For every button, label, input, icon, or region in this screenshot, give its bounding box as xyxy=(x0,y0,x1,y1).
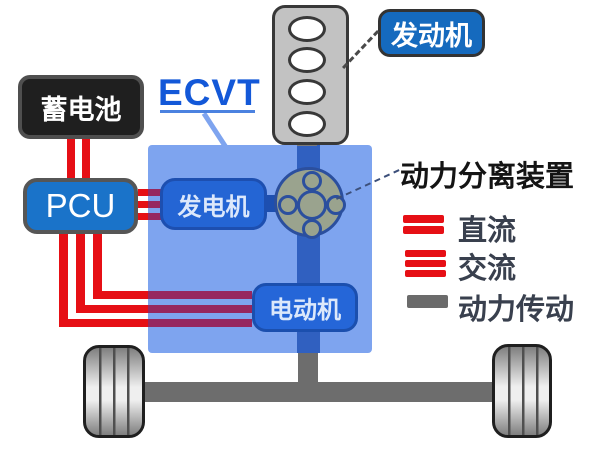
planet-gear-right xyxy=(326,195,346,215)
pcu-label: PCU xyxy=(45,187,116,224)
ac-line-gen-3-inner xyxy=(148,213,162,220)
engine-cylinder-4 xyxy=(288,111,326,137)
ac-line-motor-3-h-inner xyxy=(148,319,252,327)
legend-power-bar xyxy=(407,295,448,308)
ac-line-motor-1-v xyxy=(93,232,102,299)
power-split-label: 动力分离装置 xyxy=(400,161,575,193)
rear-axle xyxy=(120,382,520,402)
ac-line-gen-2-inner xyxy=(148,201,162,208)
ac-line-gen-1 xyxy=(138,189,148,196)
ecvt-callout-line xyxy=(201,112,229,150)
ac-line-gen-2 xyxy=(138,201,148,208)
ac-line-gen-1-inner xyxy=(148,189,162,196)
power-split-device xyxy=(274,167,346,239)
ecvt-label: ECVT xyxy=(158,72,261,113)
ecvt-underline xyxy=(160,110,255,113)
motor-label: 电动机 xyxy=(269,297,341,324)
engine-block xyxy=(272,5,349,145)
dc-line-2 xyxy=(82,138,90,179)
generator-box: 发电机 xyxy=(160,178,267,230)
engine-cylinder-2 xyxy=(288,47,326,73)
legend-ac-label: 交流 xyxy=(458,253,517,285)
battery-label: 蓄电池 xyxy=(40,94,122,125)
sun-gear xyxy=(297,190,327,220)
generator-label: 发电机 xyxy=(177,193,250,221)
motor-box: 电动机 xyxy=(252,283,358,332)
planet-gear-left xyxy=(278,195,298,215)
ac-line-motor-3-h xyxy=(59,319,148,327)
ac-line-motor-2-h xyxy=(76,305,148,313)
engine-cylinder-1 xyxy=(288,16,326,42)
engine-cylinder-3 xyxy=(288,79,326,105)
engine-label: 发动机 xyxy=(391,20,472,51)
planet-gear-bottom xyxy=(302,219,322,239)
battery-box: 蓄电池 xyxy=(18,75,144,139)
ac-line-motor-1-h xyxy=(93,291,148,299)
legend-dc-label: 直流 xyxy=(458,215,517,247)
legend-dc-bar-2 xyxy=(403,226,444,234)
engine-label-box: 发动机 xyxy=(378,9,485,57)
legend-dc-bar-1 xyxy=(403,215,444,223)
dc-line-1 xyxy=(67,138,75,179)
wheel-left xyxy=(83,345,145,438)
ac-line-gen-3 xyxy=(138,213,148,220)
wheel-right xyxy=(492,344,552,438)
ac-line-motor-3-v xyxy=(59,232,68,327)
legend-ac-bar-2 xyxy=(405,260,446,267)
ac-line-motor-2-v xyxy=(76,232,85,313)
pcu-box: PCU xyxy=(23,178,138,234)
legend-power-label: 动力传动 xyxy=(458,294,575,326)
ac-line-motor-1-h-inner xyxy=(148,291,252,299)
legend-ac-bar-1 xyxy=(405,250,446,257)
planet-gear-top xyxy=(302,171,322,191)
legend-ac-bar-3 xyxy=(405,270,446,277)
ac-line-motor-2-h-inner xyxy=(148,305,252,313)
